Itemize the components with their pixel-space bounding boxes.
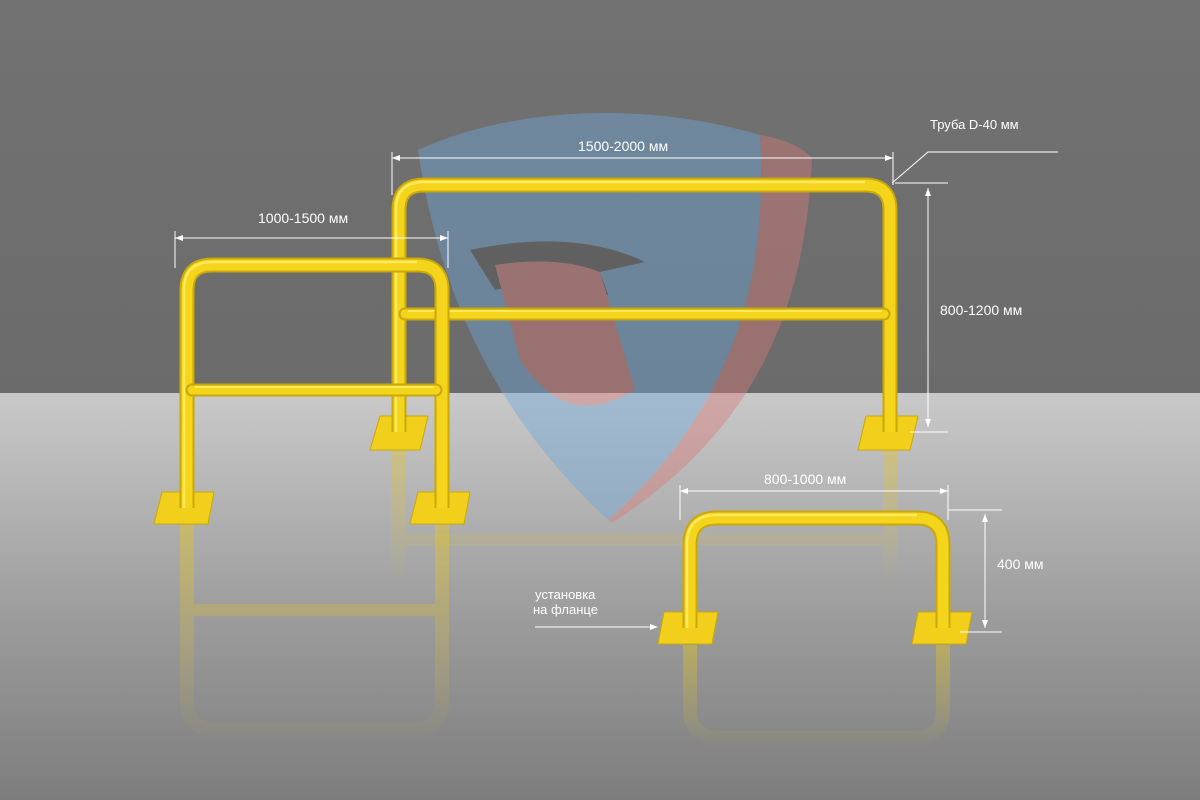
large-height-label: 800-1200 мм — [940, 302, 1023, 318]
dimension-lines — [174, 151, 1058, 633]
dimension-arrows — [175, 155, 988, 630]
large-barrier — [369, 177, 919, 451]
wall-background — [0, 0, 1200, 395]
small-width-label: 800-1000 мм — [764, 471, 847, 487]
reflection-small — [683, 645, 950, 745]
pipe-diameter-label: Труба D-40 мм — [930, 117, 1019, 132]
flange-plate — [857, 415, 919, 451]
small-barrier — [657, 510, 973, 645]
mount-label-line2: на фланце — [533, 602, 598, 617]
reflection-large — [391, 450, 897, 687]
large-width-label: 1500-2000 мм — [578, 138, 669, 154]
flange-plate — [369, 415, 429, 451]
medium-width-label: 1000-1500 мм — [258, 210, 349, 226]
small-height-label: 400 мм — [997, 556, 1044, 572]
mount-label-line1: установка — [535, 587, 596, 602]
medium-barrier — [153, 257, 471, 525]
